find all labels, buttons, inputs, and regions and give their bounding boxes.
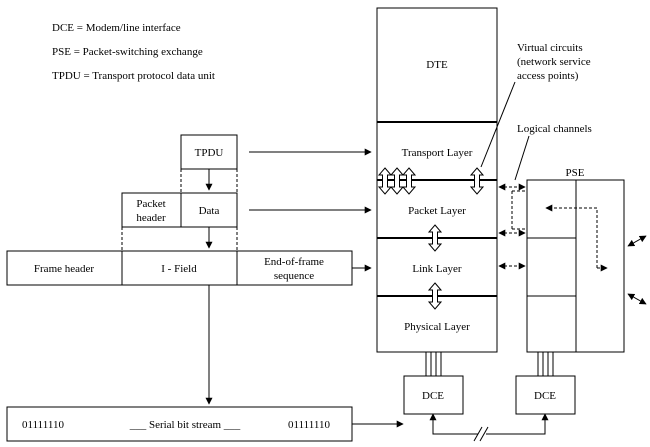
virtual-circuits-label: Virtual circuits [517,42,583,54]
data-label: Data [199,205,220,217]
virtual-circuits-label-2: (network service [517,56,591,68]
physical-wires [425,352,554,376]
packet-block: Packet header Data [121,192,238,228]
line-break-icon [479,426,489,442]
packet-header-label-2: header [136,212,166,224]
end-of-frame-label: End-of-frame [264,256,324,268]
logical-channel-arrows [498,183,608,272]
tpdu-block: TPDU [180,134,238,170]
link-layer-label: Link Layer [412,263,462,275]
transport-layer-label: Transport Layer [402,147,473,159]
dte-label: DTE [426,59,448,71]
dce-left-label: DCE [422,390,444,402]
virtual-circuits-label-3: access points) [517,70,579,82]
end-of-frame-label-2: sequence [274,270,314,282]
dce-line [429,413,549,442]
bit-stream-block: 01111110 ___ Serial bit stream ___ 01111… [6,406,353,442]
packet-header-label: Packet [136,198,165,210]
logical-channels-label: Logical channels [517,123,592,135]
frame-header-label: Frame header [34,263,94,275]
legend-tpdu: TPDU = Transport protocol data unit [52,70,215,82]
dce-right-box: DCE [515,375,576,415]
legend-dce: DCE = Modem/line interface [52,22,181,34]
bitstream-middle-label: ___ Serial bit stream ___ [129,419,241,431]
legend-pse: PSE = Packet-switching exchange [52,46,203,58]
virtual-circuits-pointer [480,81,516,168]
frame-block: Frame header I - Field End-of-frame sequ… [6,250,353,286]
external-link-arrow-icon [627,293,647,305]
i-field-label: I - Field [161,263,197,275]
pse-box: PSE [526,167,625,353]
logical-channels-pointer [514,135,530,181]
pse-label: PSE [566,167,585,179]
line-break-icon [473,426,483,442]
bitstream-flag-right: 01111110 [288,419,330,431]
external-link-arrow-icon [627,235,647,247]
bitstream-flag-left: 01111110 [22,419,64,431]
packet-layer-label: Packet Layer [408,205,466,217]
tpdu-label: TPDU [195,147,224,159]
dce-right-label: DCE [534,390,556,402]
physical-layer-label: Physical Layer [404,321,470,333]
dce-left-box: DCE [403,375,464,415]
